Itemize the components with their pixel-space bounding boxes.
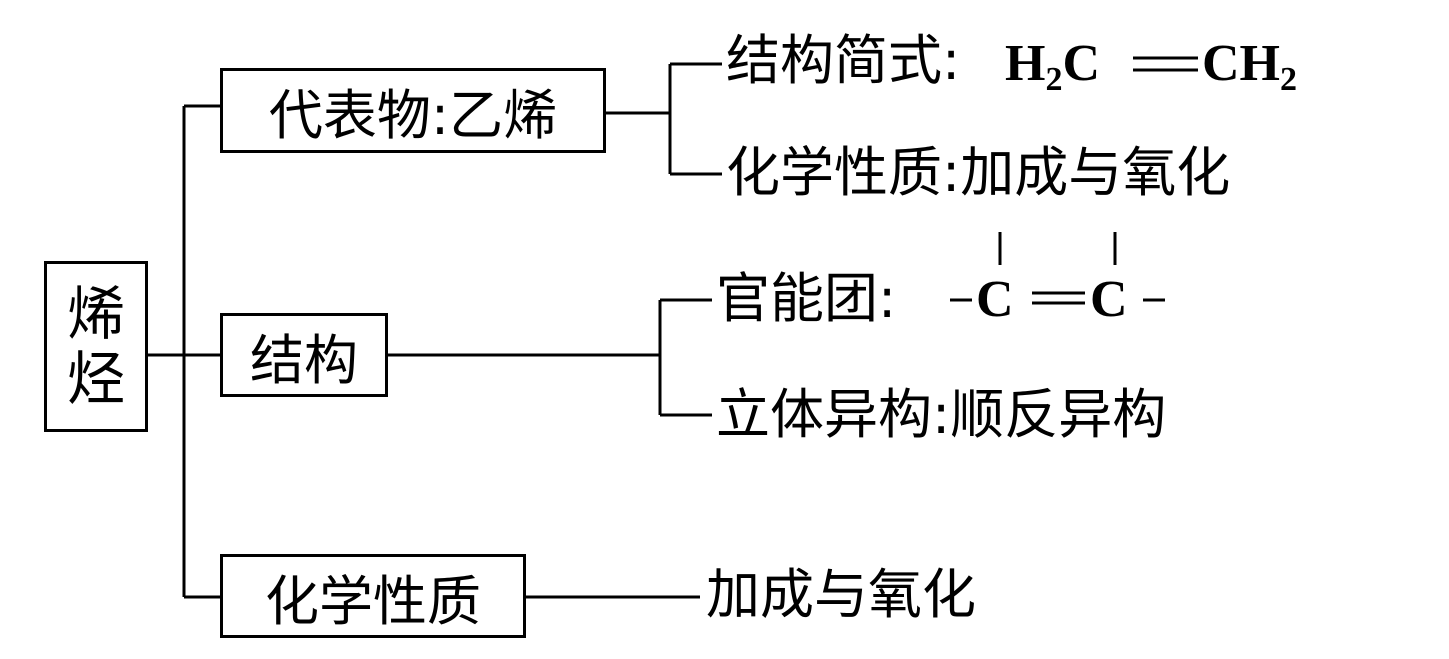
ethylene-formula: H2C: [1005, 35, 1101, 98]
branch-node-representative: 代表物:乙烯: [220, 68, 606, 153]
leaf-chemical-properties: 化学性质:加成与氧化: [726, 141, 1231, 204]
leaf-functional-group-label: 官能团:: [716, 267, 897, 330]
leaf-chemical-properties-result: 加成与氧化: [706, 563, 976, 626]
branch-label: 化学性质: [265, 569, 481, 633]
root-node: 烯 烃: [44, 261, 148, 432]
functional-group-carbon-left: C: [976, 271, 1014, 328]
functional-group-carbon-right: C: [1090, 271, 1128, 328]
leaf-stereoisomerism: 立体异构:顺反异构: [716, 383, 1167, 446]
branch-label: 代表物:乙烯: [268, 84, 558, 147]
branch-node-structure: 结构: [220, 313, 388, 397]
ethylene-formula-right: CH2: [1202, 35, 1297, 98]
root-label: 烯 烃: [66, 279, 125, 413]
branch-node-chemical-properties: 化学性质: [220, 554, 526, 638]
leaf-structural-formula-label: 结构简式:: [726, 29, 961, 92]
branch-label: 结构: [250, 328, 358, 392]
